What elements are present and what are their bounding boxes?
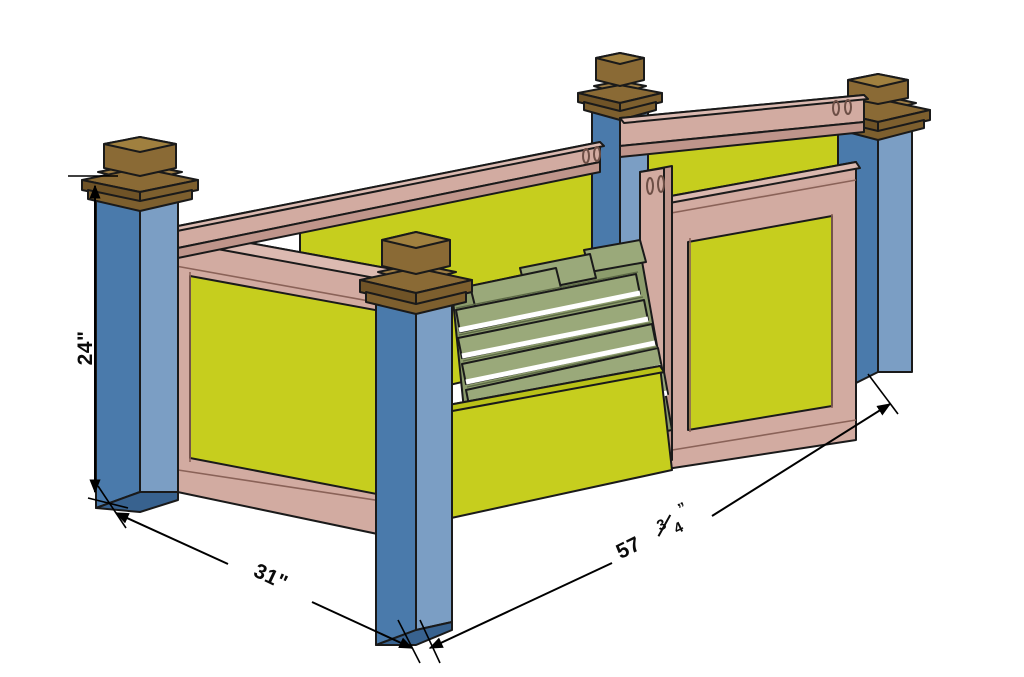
planter-box-body	[81, 52, 931, 646]
fastener-marks-left-rail	[582, 146, 601, 164]
stile-right-end	[689, 214, 833, 432]
post-cap-center-rear	[577, 52, 663, 121]
panel-right-end	[659, 161, 861, 471]
dimension-depth-31	[97, 485, 421, 664]
post-cap-center-front	[359, 231, 473, 315]
dimension-label-height: 24"	[74, 331, 97, 366]
dimension-height-24	[68, 175, 129, 509]
rail-bottom-right	[659, 419, 857, 453]
post-center-front	[359, 231, 473, 646]
dimension-label-length-whole: 57	[613, 532, 645, 563]
post-cap-left-front	[81, 136, 199, 212]
post-left-front	[81, 136, 199, 513]
fastener-marks-rear-rail	[832, 99, 852, 116]
panel-left-end-frame	[167, 227, 431, 546]
dimension-length-57-75	[419, 373, 899, 664]
rail-top-right	[659, 179, 857, 216]
dimension-label-length-group: 57 3 4 ”	[613, 499, 690, 564]
fastener-marks-right-corner	[646, 175, 665, 195]
panel-front-long	[431, 365, 673, 521]
rail-top-left-long	[167, 141, 605, 261]
dimension-label-depth: 31"	[250, 559, 291, 595]
rail-top-rear	[619, 94, 869, 158]
dimension-label-length-inch-mark: ”	[675, 499, 690, 518]
dimension-label-length-denominator: 4	[671, 518, 687, 537]
